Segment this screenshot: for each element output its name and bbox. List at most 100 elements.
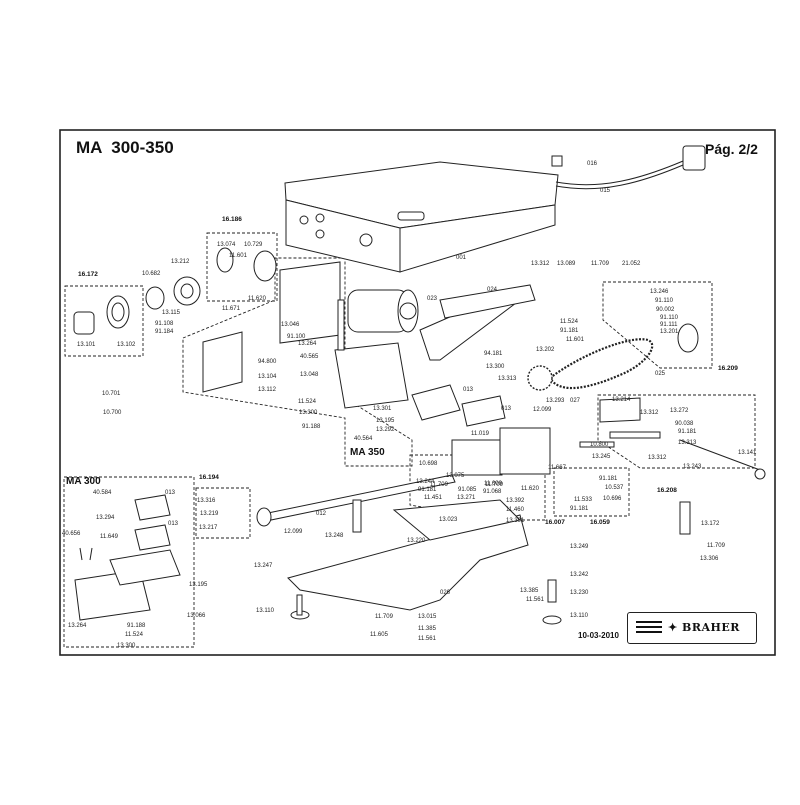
part-number-label: 11.524 bbox=[298, 399, 317, 405]
part-number-label: 13.312 bbox=[640, 410, 659, 416]
part-number-label: 13.301 bbox=[373, 406, 392, 412]
group-label-g16209: 16.209 bbox=[718, 365, 738, 372]
part-number-label: 91.110 bbox=[655, 298, 674, 304]
part-number-label: 13.214 bbox=[612, 397, 631, 403]
part-number-label: 11.671 bbox=[222, 306, 241, 312]
part-number-label: 11.451 bbox=[424, 495, 443, 501]
part-number-label: 13.201 bbox=[660, 329, 679, 335]
group-label-ma350: MA 350 bbox=[350, 447, 385, 458]
part-number-label: 013 bbox=[463, 387, 474, 393]
logo-bars-icon bbox=[636, 621, 662, 636]
part-number-label: 11.524 bbox=[125, 632, 144, 638]
part-number-label: 13.172 bbox=[701, 521, 720, 527]
part-number-label: 13.248 bbox=[325, 533, 344, 539]
part-number-label: 91.068 bbox=[483, 489, 502, 495]
group-box-16172 bbox=[64, 285, 144, 357]
part-number-label: 11.601 bbox=[566, 337, 585, 343]
part-number-label: 12.099 bbox=[284, 529, 303, 535]
part-number-label: 13.102 bbox=[117, 342, 136, 348]
part-number-label: 13.246 bbox=[650, 289, 669, 295]
part-number-label: 11.460 bbox=[506, 507, 525, 513]
part-number-label: 11.709 bbox=[707, 543, 726, 549]
part-number-label: 13.249 bbox=[570, 544, 589, 550]
part-number-label: 13.217 bbox=[199, 525, 218, 531]
part-number-label: 13.141 bbox=[738, 450, 757, 456]
part-number-label: 11.385 bbox=[418, 626, 437, 632]
part-number-label: 11.709 bbox=[591, 261, 610, 267]
part-number-label: 13.292 bbox=[376, 427, 395, 433]
part-number-label: 11.620 bbox=[248, 296, 267, 302]
group-label-g16194: 16.194 bbox=[199, 474, 219, 481]
part-number-label: 13.195 bbox=[189, 582, 208, 588]
part-number-label: 11.667 bbox=[548, 465, 567, 471]
part-number-label: 13.247 bbox=[254, 563, 273, 569]
part-number-label: 11.605 bbox=[370, 632, 389, 638]
part-number-label: 13.220 bbox=[407, 538, 426, 544]
part-number-label: 91.181 bbox=[678, 429, 697, 435]
part-number-label: 10.698 bbox=[419, 461, 438, 467]
part-number-label: 13.110 bbox=[256, 608, 275, 614]
part-number-label: 91.110 bbox=[660, 315, 679, 321]
group-label-g16007: 16.007 bbox=[545, 519, 565, 526]
part-number-label: 012 bbox=[316, 511, 327, 517]
part-number-label: 13.230 bbox=[570, 590, 589, 596]
drive-chain bbox=[548, 338, 654, 390]
drive-gears bbox=[73, 247, 699, 353]
part-number-label: 13.391 bbox=[506, 518, 525, 524]
part-number-label: 13.115 bbox=[162, 310, 181, 316]
part-number-label: 13.293 bbox=[546, 398, 565, 404]
part-number-label: 13.300 bbox=[299, 410, 318, 416]
power-cable bbox=[551, 145, 706, 190]
part-number-label: 11.524 bbox=[560, 319, 579, 325]
part-number-label: 91.181 bbox=[599, 476, 618, 482]
part-number-label: 13.294 bbox=[96, 515, 115, 521]
part-number-label: 13.300 bbox=[486, 364, 505, 370]
part-number-label: 91.188 bbox=[127, 623, 146, 629]
part-number-label: 11.561 bbox=[418, 636, 437, 642]
group-box-ma300 bbox=[63, 476, 195, 648]
part-number-label: 91.181 bbox=[418, 487, 437, 493]
part-number-label: 13.316 bbox=[197, 498, 216, 504]
part-number-label: 13.023 bbox=[439, 517, 458, 523]
part-number-label: 13.313 bbox=[678, 440, 697, 446]
part-number-label: 10.696 bbox=[603, 496, 622, 502]
part-number-label: 13.112 bbox=[258, 387, 277, 393]
part-number-label: 015 bbox=[600, 188, 611, 194]
part-number-label: 13.392 bbox=[506, 498, 525, 504]
group-box-16209 bbox=[602, 281, 713, 369]
part-number-label: 13.243 bbox=[683, 464, 702, 470]
part-number-label: 13.264 bbox=[68, 623, 87, 629]
page-number: Pág. 2/2 bbox=[705, 141, 758, 157]
page-title: MA 300-350 bbox=[76, 138, 174, 157]
part-number-label: 016 bbox=[587, 161, 598, 167]
group-label-ma300: MA 300 bbox=[66, 476, 101, 487]
part-number-label: 10.700 bbox=[103, 410, 122, 416]
part-number-label: 13.245 bbox=[592, 454, 611, 460]
part-number-label: 91.181 bbox=[570, 506, 589, 512]
sheet-border bbox=[59, 129, 776, 656]
part-number-label: 13.202 bbox=[536, 347, 555, 353]
part-number-label: 13.212 bbox=[171, 259, 190, 265]
sprocket bbox=[527, 365, 553, 391]
part-number-label: 10.701 bbox=[102, 391, 121, 397]
part-number-label: 94.800 bbox=[258, 359, 277, 365]
part-number-label: 40.656 bbox=[62, 531, 81, 537]
part-number-label: 91.111 bbox=[660, 322, 678, 328]
part-number-label: 11.019 bbox=[471, 431, 490, 437]
revision-date: 10-03-2010 bbox=[578, 631, 619, 640]
part-number-label: 11.601 bbox=[229, 253, 248, 259]
brand-name: ✦ BRAHER bbox=[668, 621, 740, 634]
part-number-label: 13.089 bbox=[557, 261, 576, 267]
part-number-label: 13.313 bbox=[498, 376, 517, 382]
part-number-label: 13.101 bbox=[77, 342, 96, 348]
part-number-label: 10.729 bbox=[244, 242, 263, 248]
side-arm bbox=[579, 397, 766, 480]
part-number-label: 40.565 bbox=[300, 354, 319, 360]
part-number-label: 013 bbox=[501, 406, 512, 412]
housing-001 bbox=[284, 161, 559, 273]
part-number-label: 11.620 bbox=[521, 486, 540, 492]
part-number-label: 91.188 bbox=[302, 424, 321, 430]
part-number-label: 12.099 bbox=[533, 407, 552, 413]
